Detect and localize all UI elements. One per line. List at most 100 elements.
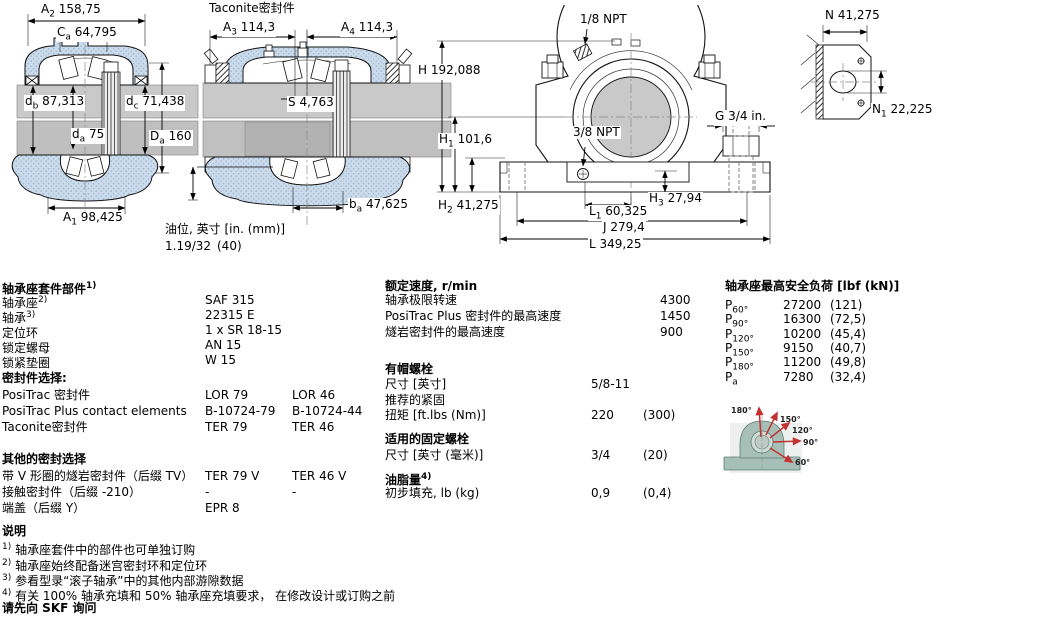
angle-label-60: 60°: [795, 458, 811, 467]
other-seal-value1: EPR 8: [205, 501, 240, 515]
loads-header: 轴承座最高安全负荷 [lbf (kN)]: [725, 279, 900, 293]
dim-h3: H3 27,94: [648, 191, 703, 209]
dim-n1: N1 22,225: [871, 102, 934, 120]
speed-row-label: 轴承极限转速: [385, 293, 458, 307]
load-direction-diagram: [723, 406, 802, 473]
cap-bolt-size-value: 5/8-11: [591, 377, 630, 391]
seal-row-value1: LOR 79: [205, 388, 249, 402]
load-row-value: 9150: [783, 341, 814, 355]
seal-row-label: Taconite密封件: [2, 420, 88, 434]
dim-n: N 41,275: [824, 9, 881, 26]
angle-label-120: 120°: [792, 426, 813, 435]
grease-row-label: 初步填充, lb (kg): [385, 486, 480, 500]
speed-row-label: 燧岩密封件的最高速度: [385, 325, 506, 339]
angle-label-180: 180°: [731, 406, 752, 415]
drawing-taconite-section: [188, 29, 452, 225]
dim-Da: Da 160: [149, 129, 193, 147]
speed-row-label: PosiTrac Plus 密封件的最高速度: [385, 309, 562, 323]
anchor-bolts-header: 适用的固定螺栓: [385, 432, 470, 446]
cap-bolt-torque-label1: 推荐的紧固: [385, 393, 446, 407]
dim-l: L 349,25: [588, 238, 643, 255]
oil-level-value: 1.19/32: [165, 239, 212, 253]
dim-a3: A3 114,3: [222, 20, 277, 38]
load-row-label: P60°: [725, 298, 749, 316]
grease-row-value-kg: (0,4): [643, 486, 672, 500]
angle-label-90: 90°: [803, 438, 819, 447]
parts-header: 轴承座套件部件1): [2, 281, 97, 296]
speed-row-value: 4300: [660, 293, 691, 307]
other-seal-label: 带 V 形圈的燧岩密封件（后缀 TV）: [2, 469, 194, 483]
dim-a4: A4 114,3: [340, 20, 395, 38]
seal-options-header: 密封件选择:: [2, 371, 67, 385]
load-row-label: Pa: [725, 370, 738, 388]
load-row-value-kn: (45,4): [830, 327, 867, 341]
note-footer: 请先向 SKF 询问: [2, 601, 97, 615]
other-seal-value2: -: [292, 485, 297, 499]
notes-header: 说明: [2, 524, 27, 538]
oil-level-label: 油位, 英寸 [in. (mm)]: [165, 222, 286, 236]
parts-row-label: 锁定螺母: [2, 341, 51, 355]
load-row-value: 16300: [783, 312, 822, 326]
oil-level-value-mm: (40): [217, 239, 242, 253]
seal-row-label: PosiTrac 密封件: [2, 388, 91, 402]
note-item: 1) 轴承座套件中的部件也可单独订购: [2, 542, 196, 557]
seal-row-value2: LOR 46: [292, 388, 336, 402]
cap-bolt-torque-value-nm: (300): [643, 408, 676, 422]
dim-npt38: 3/8 NPT: [572, 125, 621, 139]
parts-row-label: 轴承座2): [2, 295, 48, 310]
dim-h1: H1 101,6: [438, 132, 493, 150]
load-row-value: 10200: [783, 327, 822, 341]
speeds-header: 额定速度, r/min: [385, 279, 478, 293]
note-item: 4) 有关 100% 轴承充填和 50% 轴承座充填要求， 在修改设计或订购之前: [2, 588, 396, 603]
parts-row-value: SAF 315: [205, 293, 255, 307]
load-row-value: 11200: [783, 355, 822, 369]
other-seal-value1: -: [205, 485, 210, 499]
parts-row-label: 锁紧垫圈: [2, 356, 51, 370]
seal-row-label: PosiTrac Plus contact elements: [2, 404, 187, 418]
load-row-value-kn: (121): [830, 298, 863, 312]
speed-row-value: 1450: [660, 309, 691, 323]
drawing-side-elevation: [437, 5, 775, 244]
dim-s: S 4,763: [287, 96, 335, 113]
dim-h2: H2 41,275: [437, 198, 500, 216]
seal-row-value1: B-10724-79: [205, 404, 276, 418]
seal-row-value1: TER 79: [205, 420, 248, 434]
dim-npt18: 1/8 NPT: [579, 12, 628, 26]
dim-da: da 75: [71, 127, 106, 145]
taconite-title: Taconite密封件: [209, 1, 295, 15]
cap-bolt-size-label: 尺寸 [英寸]: [385, 377, 447, 391]
drawing-base-corner: [800, 25, 887, 120]
seal-row-value2: B-10724-44: [292, 404, 363, 418]
anchor-bolt-size-value: 3/4: [591, 448, 611, 462]
load-row-value-kn: (40,7): [830, 341, 867, 355]
load-row-value: 7280: [783, 370, 814, 384]
load-row-value-kn: (32,4): [830, 370, 867, 384]
other-seal-value1: TER 79 V: [205, 469, 260, 483]
cap-bolt-torque-value: 220: [591, 408, 614, 422]
grease-header: 油脂量4): [385, 472, 432, 487]
load-row-label: P120°: [725, 327, 754, 345]
dim-dc: dc 71,438: [125, 94, 186, 112]
dim-a2: A2 158,75: [40, 2, 102, 20]
speed-row-value: 900: [660, 325, 683, 339]
dim-l1: L1 60,325: [588, 204, 649, 222]
dim-ba: ba 47,625: [348, 197, 409, 215]
seal-row-value2: TER 46: [292, 420, 335, 434]
note-item: 2) 轴承座始终配备迷宫密封环和定位环: [2, 558, 208, 573]
other-seals-header: 其他的密封选择: [2, 452, 87, 466]
dim-ca: Ca 64,795: [56, 25, 118, 43]
load-row-label: P180°: [725, 355, 754, 373]
grease-row-value: 0,9: [591, 486, 611, 500]
angle-label-150: 150°: [780, 415, 801, 424]
parts-row-value: 22315 E: [205, 308, 255, 322]
parts-row-label: 定位环: [2, 326, 39, 340]
dim-j: J 279,4: [602, 221, 646, 238]
load-row-value-kn: (49,8): [830, 355, 867, 369]
other-seal-value2: TER 46 V: [292, 469, 347, 483]
parts-row-label: 轴承3): [2, 310, 36, 325]
load-row-label: P150°: [725, 341, 754, 359]
drawing-front-section: [11, 14, 199, 214]
dim-db: db 87,313: [24, 94, 86, 112]
parts-row-value: 1 x SR 18-15: [205, 323, 283, 337]
